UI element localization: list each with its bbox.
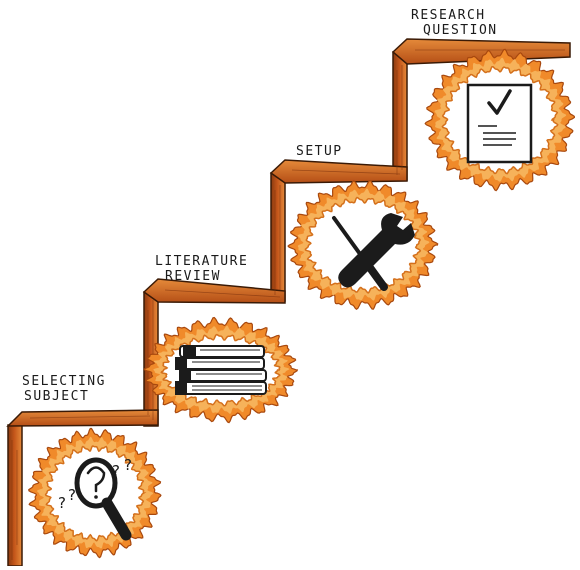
riser-1 bbox=[8, 425, 22, 566]
step-label-line: Selecting bbox=[22, 374, 106, 389]
step-label-line: Subject bbox=[24, 389, 106, 404]
riser-3 bbox=[271, 173, 285, 301]
checklist-document-icon bbox=[468, 85, 531, 162]
question-mark: ? bbox=[124, 456, 132, 474]
step-label-setup: Setup bbox=[296, 144, 343, 159]
question-mark: ? bbox=[112, 462, 120, 480]
step-label-line: Question bbox=[423, 23, 498, 38]
step-label-line: Setup bbox=[296, 144, 343, 159]
step-label-research-question: Research Question bbox=[411, 8, 498, 38]
riser-4 bbox=[393, 52, 407, 180]
step-label-selecting-subject: Selecting Subject bbox=[22, 374, 106, 404]
step-label-literature-review: Literature Review bbox=[155, 254, 248, 284]
question-mark: ? bbox=[58, 494, 66, 512]
step-label-line: Review bbox=[165, 269, 248, 284]
step-label-line: Literature bbox=[155, 254, 248, 269]
books-icon bbox=[176, 346, 266, 394]
step-label-line: Research bbox=[411, 8, 498, 23]
ruffle-frame bbox=[288, 181, 438, 310]
question-mark: ? bbox=[68, 486, 76, 504]
